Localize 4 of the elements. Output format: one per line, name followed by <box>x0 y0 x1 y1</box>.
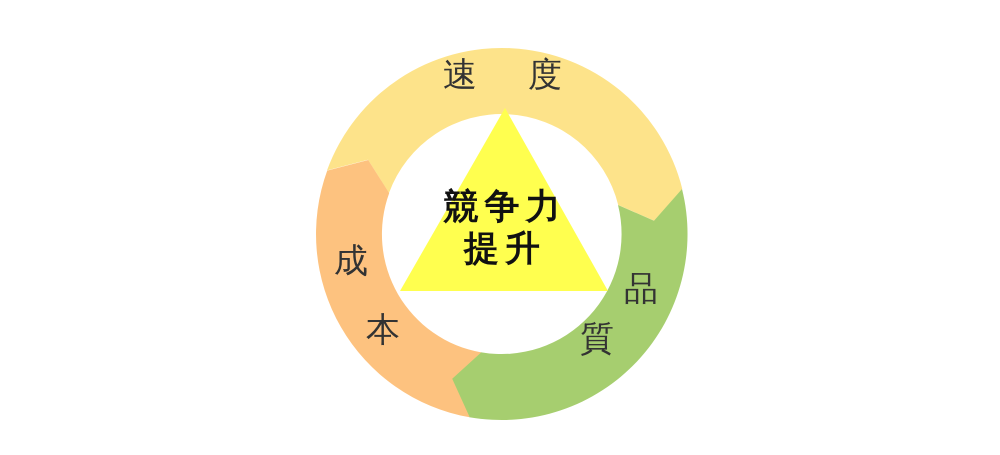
center-label: 競争力提升 <box>442 186 568 270</box>
segment-label: 成本 <box>334 244 400 347</box>
segment-label: 速度 <box>442 58 562 92</box>
segment-label: 品質 <box>580 272 658 356</box>
